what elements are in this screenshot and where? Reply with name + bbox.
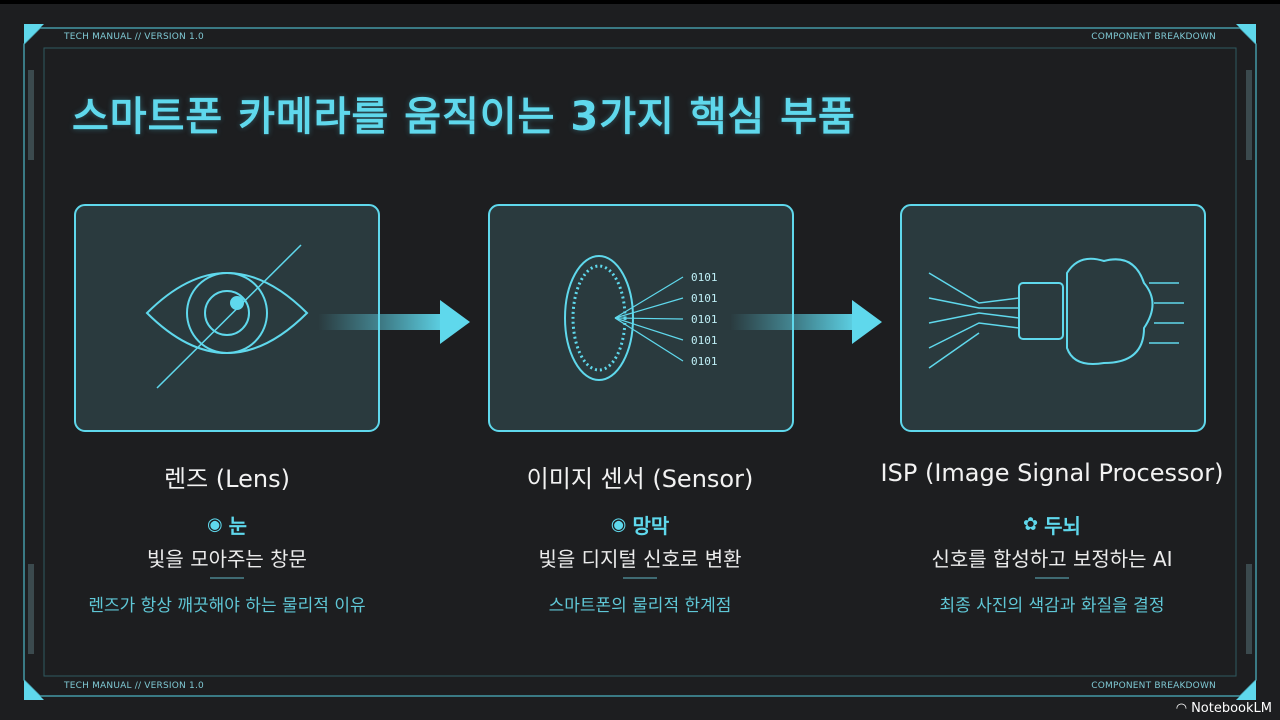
component-name: 렌즈 (Lens) <box>164 465 290 493</box>
retina-eye-icon: ◉ <box>610 513 627 535</box>
hud-frame <box>23 24 1257 700</box>
metaphor-label: 눈 <box>228 513 248 538</box>
component-sensor: 이미지 센서 (Sensor) ◉망막 빛을 디지털 신호로 변환 스마트폰의 … <box>440 459 840 616</box>
notebooklm-brand: ◠NotebookLM <box>1176 701 1272 716</box>
component-name: 이미지 센서 (Sensor) <box>526 465 754 493</box>
brand-label: NotebookLM <box>1191 701 1272 716</box>
component-name: ISP (Image Signal Processor) <box>880 459 1224 487</box>
divider <box>623 577 657 579</box>
component-description: 빛을 모아주는 창문 <box>147 547 307 571</box>
component-description: 빛을 디지털 신호로 변환 <box>538 547 742 571</box>
component-isp: ISP (Image Signal Processor) ✿두뇌 신호를 합성하… <box>852 459 1252 616</box>
component-note: 스마트폰의 물리적 한계점 <box>548 596 732 616</box>
component-lens: 렌즈 (Lens) ◉눈 빛을 모아주는 창문 렌즈가 항상 깨끗해야 하는 물… <box>27 459 427 616</box>
component-note: 렌즈가 항상 깨끗해야 하는 물리적 이유 <box>88 596 366 616</box>
binary-label: 0101 <box>691 355 718 368</box>
divider <box>1035 577 1069 579</box>
chip-icon <box>1018 282 1064 340</box>
footer-left-tag: TECH MANUAL // VERSION 1.0 <box>64 681 204 691</box>
header-right-tag: COMPONENT BREAKDOWN <box>1091 32 1216 42</box>
slide: TECH MANUAL // VERSION 1.0 COMPONENT BRE… <box>0 4 1280 720</box>
binary-label: 0101 <box>691 292 718 305</box>
arrow-right-icon <box>318 300 470 344</box>
eye-illustration-icon <box>145 244 309 389</box>
arrow-right-icon <box>730 300 882 344</box>
component-note: 최종 사진의 색감과 화질을 결정 <box>939 596 1165 616</box>
brain-illustration-icon <box>1066 257 1154 365</box>
metaphor-label: 망막 <box>632 513 670 538</box>
isp-illustration-panel <box>900 204 1206 432</box>
header-left-tag: TECH MANUAL // VERSION 1.0 <box>64 32 204 42</box>
eye-icon: ◉ <box>206 513 223 535</box>
notebooklm-logo-icon: ◠ <box>1175 701 1188 716</box>
lens-illustration-panel <box>74 204 380 432</box>
binary-label: 0101 <box>691 334 718 347</box>
page-title: 스마트폰 카메라를 움직이는 3가지 핵심 부품 <box>72 94 856 140</box>
brain-icon: ✿ <box>1023 513 1039 535</box>
metaphor-label: 두뇌 <box>1044 513 1081 538</box>
binary-label: 0101 <box>691 313 718 326</box>
divider <box>210 577 244 579</box>
binary-label: 0101 <box>691 271 718 284</box>
footer-right-tag: COMPONENT BREAKDOWN <box>1091 681 1216 691</box>
component-description: 신호를 합성하고 보정하는 AI <box>931 547 1173 571</box>
